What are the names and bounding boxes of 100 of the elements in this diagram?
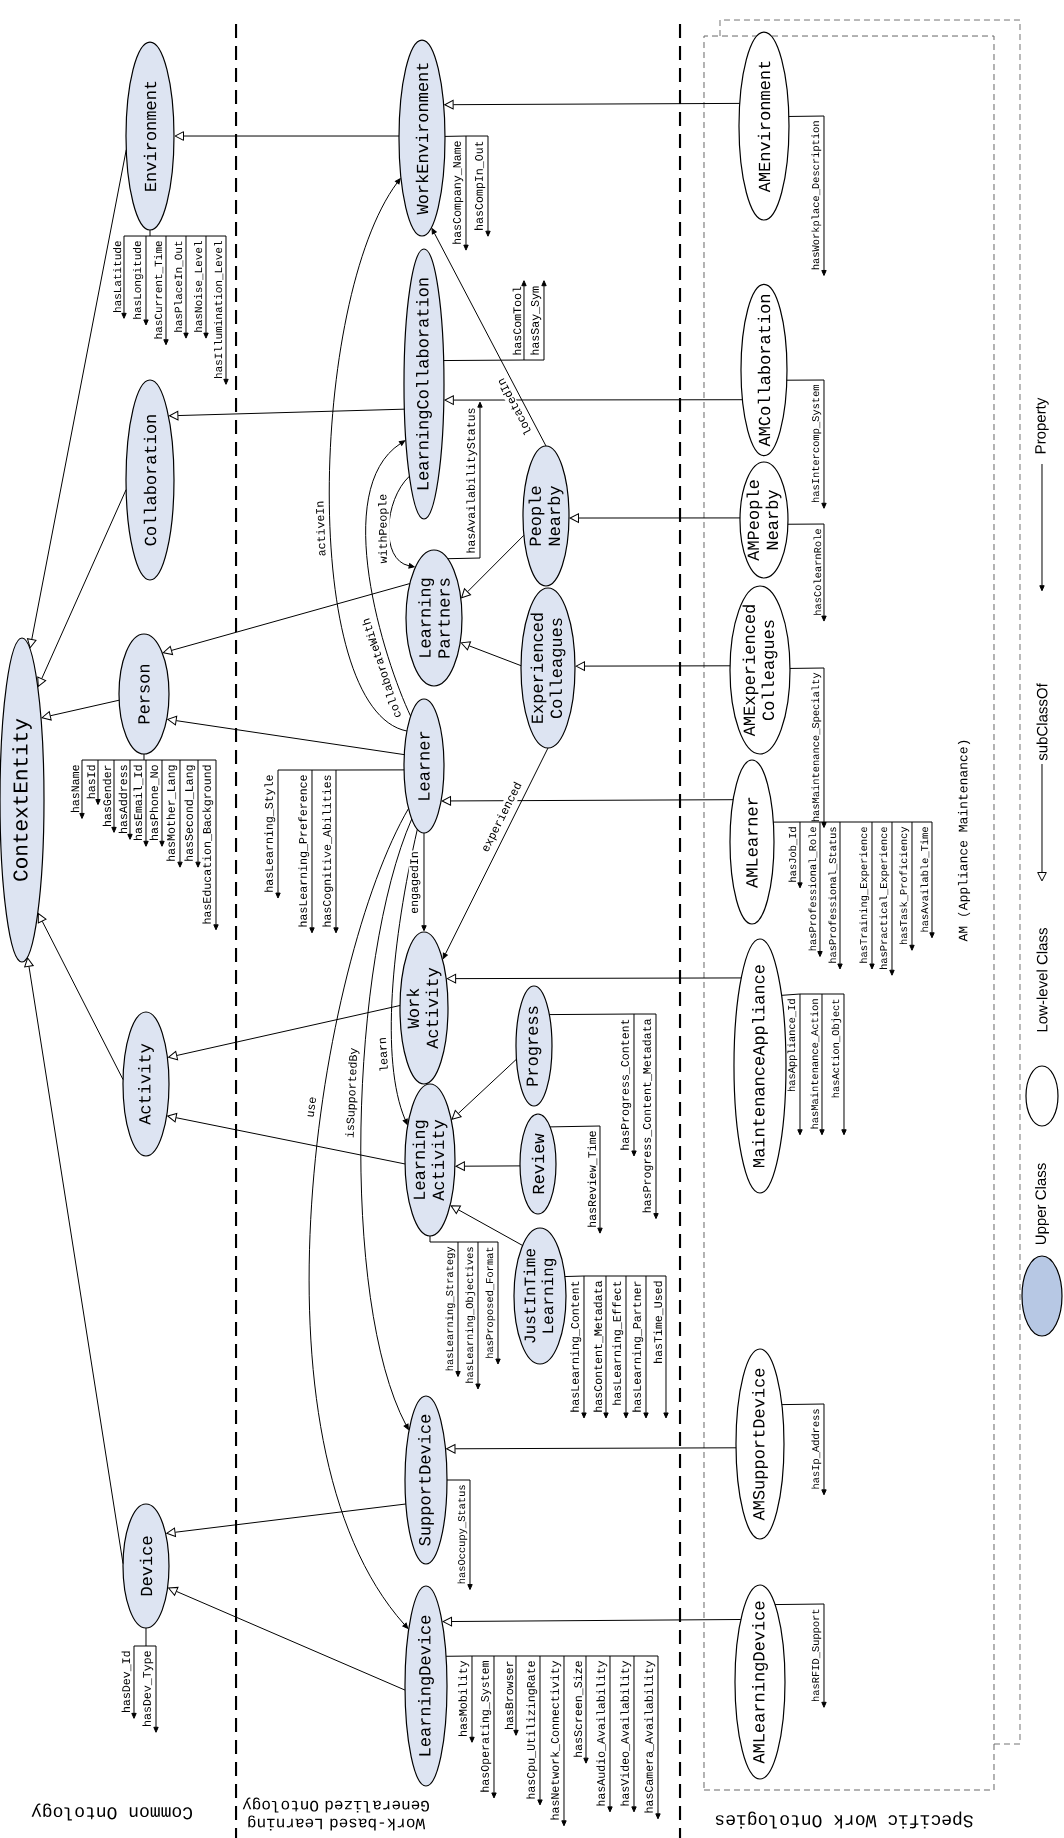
connector-line	[477, 1241, 499, 1243]
connector-line	[145, 1645, 157, 1647]
property-arrow	[121, 235, 127, 319]
connector-line	[772, 821, 801, 823]
property-arrow	[463, 135, 469, 251]
property-arrow	[153, 1645, 159, 1733]
connector-line	[633, 1655, 659, 1657]
property-arrow	[183, 235, 189, 339]
subclass-arrow	[162, 583, 411, 656]
subclass-arrow	[166, 1503, 407, 1538]
property-arrow	[797, 821, 803, 889]
connector-line	[891, 821, 913, 823]
subclass-arrow	[455, 1161, 521, 1171]
subclass-arrow	[446, 973, 742, 984]
property-arrow	[607, 1655, 613, 1813]
property-arrow	[213, 759, 219, 931]
subclass-arrow	[444, 99, 741, 110]
property-arrow	[111, 759, 117, 833]
property-arrow	[521, 280, 527, 361]
connector-line	[123, 235, 147, 237]
subclass-arrow	[41, 699, 120, 721]
property-arrow	[869, 821, 875, 970]
property-arrow	[631, 1013, 637, 1157]
connector-line	[311, 769, 337, 771]
connector-line	[548, 1013, 635, 1016]
property-arrow	[581, 1275, 587, 1419]
subclass-arrow	[167, 715, 405, 756]
property-arrow	[774, 1603, 827, 1708]
section-label: Common Ontology	[31, 1803, 192, 1821]
property-arrow	[537, 1655, 543, 1806]
subclass-arrow	[569, 513, 741, 523]
relation-arrow	[308, 808, 410, 1629]
connector-line	[113, 759, 131, 761]
property-arrow	[143, 235, 149, 326]
subclass-arrow	[441, 796, 734, 806]
connector-line	[443, 359, 525, 362]
relation-arrow	[360, 818, 413, 1430]
connector-line	[819, 821, 841, 823]
property-arrow	[889, 821, 895, 976]
connector-line	[205, 235, 227, 237]
connector-line	[539, 1655, 565, 1657]
connector-line	[799, 993, 823, 995]
property-arrow	[127, 759, 133, 840]
subclass-arrow	[169, 408, 405, 421]
property-arrow	[819, 993, 825, 1136]
property-arrow	[786, 379, 827, 509]
connector-line	[871, 821, 893, 823]
property-arrow	[631, 1655, 637, 1813]
property-arrow	[309, 769, 315, 934]
relation-arrow	[390, 828, 418, 1125]
property-arrow	[455, 1241, 461, 1377]
property-arrow	[837, 821, 843, 970]
connector-line	[149, 235, 167, 237]
property-arrow	[655, 1655, 661, 1820]
connector-line	[471, 1655, 495, 1657]
property-arrow	[789, 667, 827, 828]
connector-line	[564, 1275, 585, 1278]
subclass-arrow	[442, 1616, 742, 1627]
property-arrow	[643, 1275, 649, 1419]
property-arrow	[603, 1275, 609, 1419]
property-arrow	[163, 235, 169, 346]
subclass-arrow	[450, 1205, 524, 1246]
connector-line	[799, 821, 821, 823]
property-arrow	[195, 759, 201, 868]
relation-arrow	[328, 178, 408, 732]
property-arrow	[653, 1013, 659, 1220]
connector-line	[583, 1275, 607, 1277]
connector-line	[145, 235, 151, 237]
connector-line	[625, 1275, 647, 1277]
property-arrow	[491, 1655, 497, 1799]
property-arrow	[475, 1241, 481, 1390]
connector-line	[145, 759, 163, 761]
connector-line	[145, 1627, 147, 1647]
connector-line	[149, 229, 151, 237]
connector-line	[335, 769, 405, 771]
subclass-arrow	[575, 661, 731, 671]
subclass-arrow	[451, 1058, 517, 1120]
property-arrow	[541, 280, 547, 361]
subclass-arrow	[168, 1586, 406, 1691]
connector-line	[133, 1645, 147, 1647]
subclass-arrow	[174, 131, 400, 141]
property-arrow	[787, 523, 827, 622]
section-label: Work-based Learning Generalized Ontology	[242, 1797, 429, 1831]
property-arrow	[623, 1275, 629, 1419]
connector-line	[129, 759, 145, 761]
property-arrow	[177, 759, 183, 868]
connector-line	[197, 759, 217, 761]
connector-line	[161, 759, 181, 761]
property-arrow	[583, 1655, 589, 1764]
subclass-arrow	[446, 1443, 737, 1454]
connector-line	[179, 759, 199, 761]
subclass-arrow	[27, 149, 127, 649]
property-arrow	[275, 769, 281, 899]
connector-line	[585, 1655, 611, 1657]
subclass-arrow	[167, 1112, 406, 1165]
property-arrow	[333, 769, 339, 934]
subclass-arrow	[460, 641, 522, 667]
connector-line	[523, 359, 545, 361]
connector-line	[143, 753, 145, 761]
connector-line	[839, 821, 873, 823]
